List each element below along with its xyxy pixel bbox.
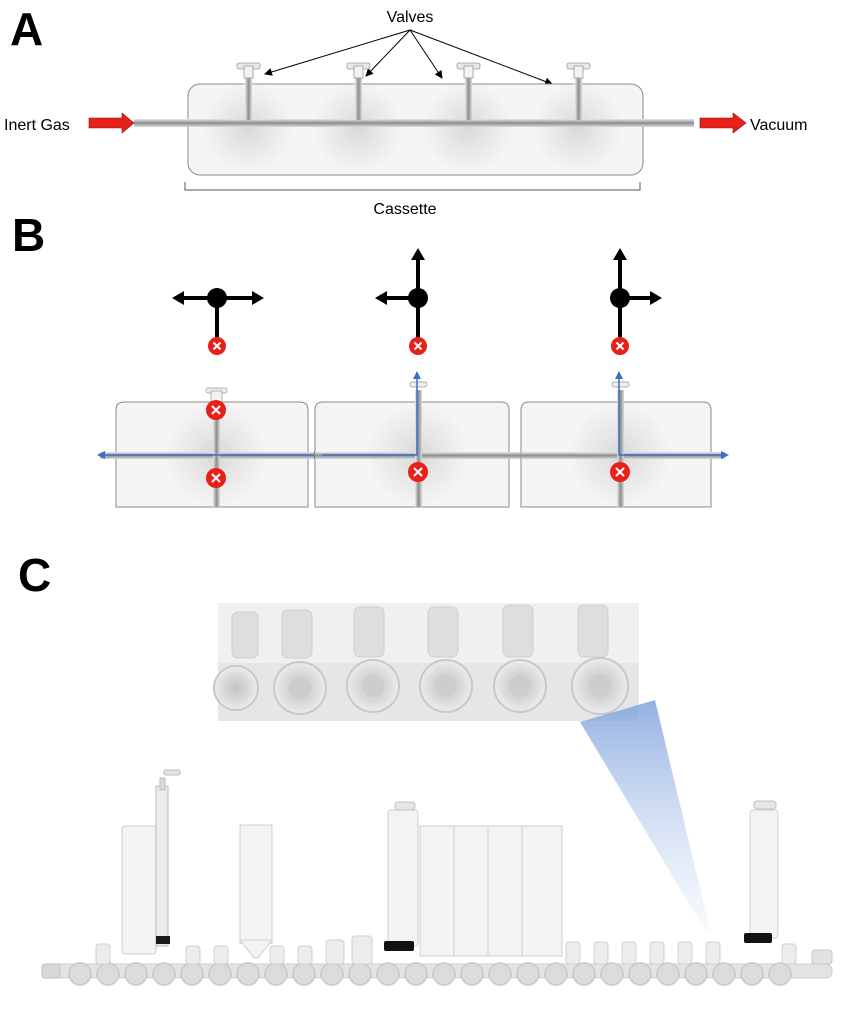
- panel-c: [41, 603, 833, 986]
- inert-gas-label: Inert Gas: [4, 117, 70, 134]
- valve-handle-4: [566, 62, 591, 120]
- valve-handle-2: [346, 62, 371, 120]
- manifold-photo: [41, 769, 833, 986]
- panel-b-letter: B: [12, 209, 46, 261]
- zoom-inset-photo: [213, 603, 639, 721]
- panel-a-letter: A: [10, 3, 44, 55]
- cassette-label: Cassette: [373, 201, 436, 218]
- cassette-block-1: [97, 387, 322, 508]
- valve-symbol-3: [610, 248, 662, 355]
- valve-handle-3: [456, 62, 481, 120]
- cassette-block-2: [314, 371, 565, 508]
- outlet-arrow-icon: [699, 112, 747, 134]
- cassette-bracket: [184, 182, 641, 191]
- valves-label: Valves: [387, 9, 434, 26]
- valve-discs: [204, 84, 622, 172]
- panel-c-letter: C: [18, 549, 52, 601]
- cassette-block-3: [520, 371, 729, 508]
- valve-symbol-2: [375, 248, 428, 355]
- main-tube: [134, 119, 694, 127]
- valve-pointer-lines: [264, 29, 553, 86]
- panel-a: Valves: [4, 9, 808, 218]
- valve-symbol-1: [172, 288, 264, 355]
- valve-handle-1: [236, 62, 261, 120]
- valve-handles: [236, 62, 591, 120]
- inlet-arrow-icon: [88, 112, 135, 134]
- zoom-beam: [580, 700, 710, 930]
- vacuum-label: Vacuum: [750, 117, 808, 134]
- cassette-body: [187, 83, 644, 176]
- panel-b: [97, 248, 729, 508]
